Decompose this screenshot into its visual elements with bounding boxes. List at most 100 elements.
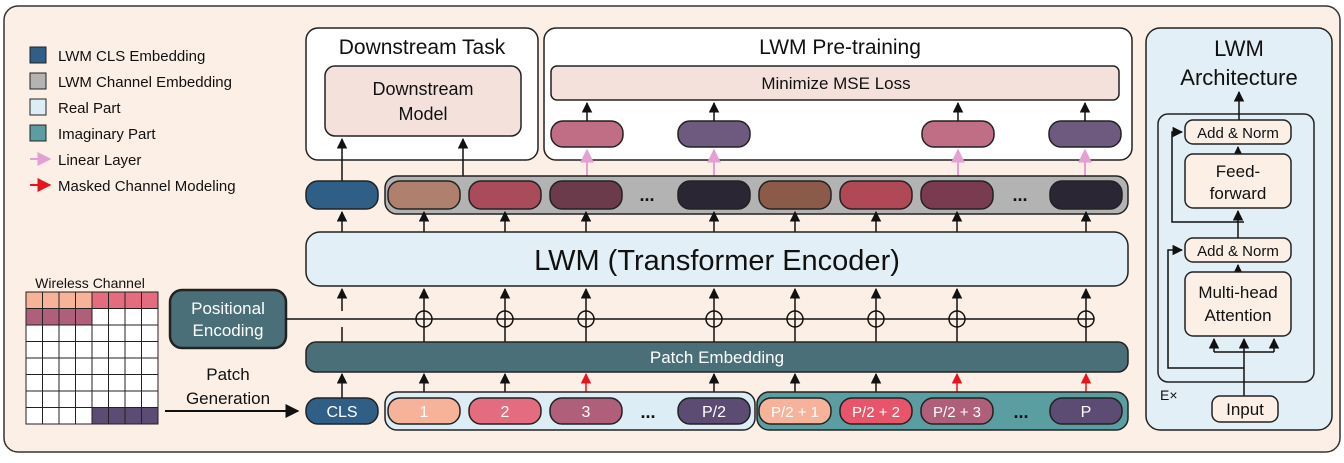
input-ellipsis: ... — [1013, 402, 1028, 422]
grid-cell — [25, 357, 43, 375]
grid-cell — [25, 374, 43, 392]
grid-cell — [58, 341, 76, 359]
grid-cell — [75, 291, 93, 309]
mha-line1: Multi-head — [1198, 283, 1277, 302]
input-token-2-label: 2 — [501, 404, 510, 421]
grid-cell — [124, 357, 142, 375]
grid-cell — [75, 374, 93, 392]
grid-cell — [141, 341, 159, 359]
output-cls-embedding — [305, 180, 379, 210]
repeat-label: E× — [1160, 387, 1178, 403]
encoder-block-outline — [1157, 113, 1315, 383]
grid-cell — [91, 357, 109, 375]
legend-label-cls: LWM CLS Embedding — [58, 48, 205, 65]
encoder-output-arrows — [336, 210, 1092, 232]
input-token-last-label: P — [1081, 404, 1092, 421]
grid-cell — [124, 308, 142, 326]
grid-cell — [75, 324, 93, 342]
grid-cell — [91, 390, 109, 408]
grid-cell — [75, 407, 93, 425]
legend-label-real: Real Part — [58, 100, 121, 117]
patch-generation-line2: Generation — [186, 389, 270, 408]
mse-loss-label: Minimize MSE Loss — [761, 74, 910, 93]
grid-cell — [42, 357, 60, 375]
feed-forward — [1184, 153, 1292, 209]
mha-line2: Attention — [1204, 306, 1271, 325]
grid-cell — [108, 291, 126, 309]
grid-cell — [25, 407, 43, 425]
out-token — [758, 180, 832, 210]
grid-cell — [42, 390, 60, 408]
grid-cell — [124, 291, 142, 309]
downstream-title: Downstream Task — [339, 36, 506, 59]
positional-encoding-line2: Encoding — [193, 321, 264, 340]
legend-swatch-imag — [29, 124, 47, 142]
grid-cell — [108, 324, 126, 342]
grid-cell — [58, 374, 76, 392]
out-token — [920, 180, 994, 210]
multi-head-attention — [1184, 271, 1292, 337]
legend-swatch-real — [29, 98, 47, 116]
positional-encoding-line1: Positional — [191, 299, 265, 318]
wireless-channel-grid — [25, 291, 159, 425]
grid-cell — [91, 308, 109, 326]
out-token — [677, 180, 751, 210]
grid-cell — [141, 407, 159, 425]
grid-cell — [141, 357, 159, 375]
feed-forward-line1: Feed- — [1216, 162, 1260, 181]
input-token-3 — [549, 397, 623, 425]
loss-arrows — [581, 101, 1091, 121]
grid-cell — [58, 357, 76, 375]
out-token — [839, 180, 913, 210]
input-token-3-label: 3 — [582, 404, 591, 421]
input-token-half-plus-2 — [839, 397, 913, 425]
input-token-half-plus-3 — [920, 397, 994, 425]
add-norm-top — [1184, 119, 1292, 145]
grid-cell — [141, 374, 159, 392]
grid-cell — [108, 357, 126, 375]
input-token-2 — [468, 397, 542, 425]
grid-cell — [108, 308, 126, 326]
legend-label-masked: Masked Channel Modeling — [58, 178, 236, 195]
add-norm-bottom — [1184, 237, 1292, 263]
pretraining-panel: LWM Pre-training Minimize MSE Loss — [543, 27, 1133, 161]
legend-swatch-channel — [29, 72, 47, 90]
pretraining-title: LWM Pre-training — [759, 36, 921, 59]
grid-cell — [91, 374, 109, 392]
input-ellipsis: ... — [640, 402, 655, 422]
input-token-half-plus-1-label: P/2 + 1 — [771, 404, 819, 421]
legend-label-imag: Imaginary Part — [58, 126, 156, 143]
grid-cell — [91, 291, 109, 309]
patch-embedding — [305, 341, 1129, 373]
grid-cell — [25, 308, 43, 326]
grid-cell — [25, 341, 43, 359]
input-token-1 — [387, 397, 461, 425]
grid-cell — [75, 308, 93, 326]
grid-cell — [108, 341, 126, 359]
grid-cell — [124, 341, 142, 359]
cls-token-label: CLS — [326, 404, 357, 421]
transformer-encoder — [305, 231, 1129, 287]
wireless-channel-title: Wireless Channel — [35, 275, 145, 291]
grid-cell — [124, 407, 142, 425]
input-token-half-plus-3-label: P/2 + 3 — [933, 404, 981, 421]
input-token-half-label: P/2 — [702, 404, 726, 421]
transformer-encoder-label: LWM (Transformer Encoder) — [534, 245, 900, 277]
grid-cell — [108, 407, 126, 425]
grid-cell — [141, 308, 159, 326]
add-norm-top-label: Add & Norm — [1197, 125, 1279, 142]
input-token-half — [677, 397, 751, 425]
grid-cell — [58, 390, 76, 408]
grid-cell — [25, 324, 43, 342]
grid-cell — [124, 324, 142, 342]
legend: LWM CLS Embedding LWM Channel Embedding … — [29, 46, 236, 195]
grid-cell — [58, 324, 76, 342]
legend-swatch-cls — [29, 46, 47, 64]
output-embeddings: ... ... — [305, 175, 1129, 215]
grid-cell — [42, 308, 60, 326]
input-tokens: CLS 1 2 3 ... P/2 P/2 + 1 P/2 + 2 P/2 + … — [305, 391, 1129, 431]
grid-cell — [42, 291, 60, 309]
grid-cell — [91, 407, 109, 425]
cls-token — [305, 397, 379, 425]
